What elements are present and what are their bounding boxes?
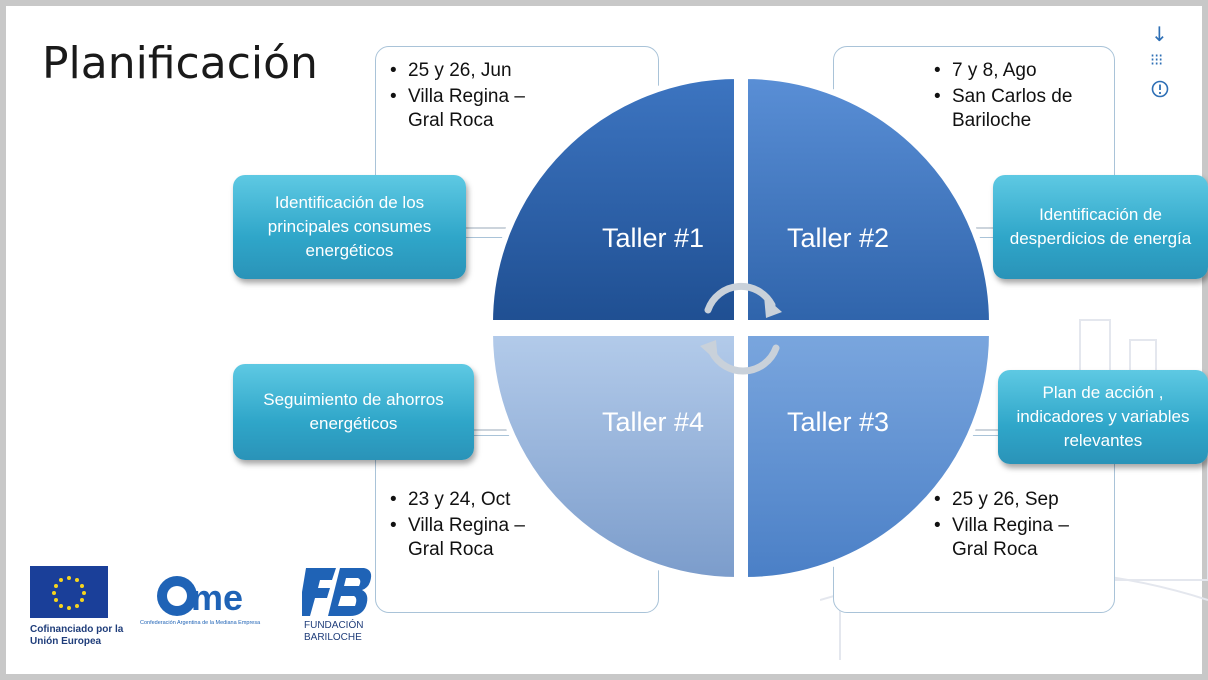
quadrant-taller-4: [486, 330, 740, 584]
topic-tag-taller-4: Seguimiento de ahorros energéticos: [233, 364, 474, 460]
fundacion-bariloche-logo: [302, 568, 372, 616]
dates-taller-3: 25 y 26, Sep: [930, 488, 1100, 512]
place-taller-3: Villa Regina – Gral Roca: [930, 514, 1100, 562]
label-taller-2: Taller #2: [787, 223, 889, 253]
label-taller-4: Taller #4: [602, 407, 704, 437]
grid-dots-icon[interactable]: ⁝⁝⁝: [1150, 50, 1163, 69]
came-caption: Confederación Argentina de la Mediana Em…: [140, 620, 261, 626]
fundacion-city: BARILOCHE: [304, 632, 362, 643]
place-taller-1: Villa Regina – Gral Roca: [386, 85, 536, 133]
svg-text:me: me: [191, 577, 243, 618]
place-taller-4: Villa Regina – Gral Roca: [386, 514, 546, 562]
page-title: Planificación: [42, 38, 318, 89]
quadrant-taller-3: [742, 330, 996, 584]
fundacion-name: FUNDACIÓN: [304, 620, 364, 631]
place-taller-2: San Carlos de Bariloche: [930, 85, 1100, 133]
eu-caption: Cofinanciado por la Unión Europea: [30, 624, 124, 647]
quadrant-taller-1: [486, 72, 740, 326]
label-taller-3: Taller #3: [787, 407, 889, 437]
dates-taller-4: 23 y 24, Oct: [386, 488, 546, 512]
alert-circle-icon[interactable]: [1151, 80, 1169, 98]
eu-flag-logo: [30, 566, 108, 618]
topic-tag-taller-3: Plan de acción , indicadores y variables…: [998, 370, 1208, 464]
topic-tag-taller-2: Identificación de desperdicios de energí…: [993, 175, 1208, 279]
down-arrow-icon[interactable]: ↓: [1151, 22, 1168, 46]
circular-arrows-icon: [700, 282, 782, 375]
label-taller-1: Taller #1: [602, 223, 704, 253]
dates-taller-2: 7 y 8, Ago: [930, 59, 1100, 83]
dates-taller-1: 25 y 26, Jun: [386, 59, 536, 83]
came-logo: me: [157, 576, 243, 618]
topic-tag-taller-1: Identificación de los principales consum…: [233, 175, 466, 279]
quadrant-taller-2: [742, 72, 996, 326]
